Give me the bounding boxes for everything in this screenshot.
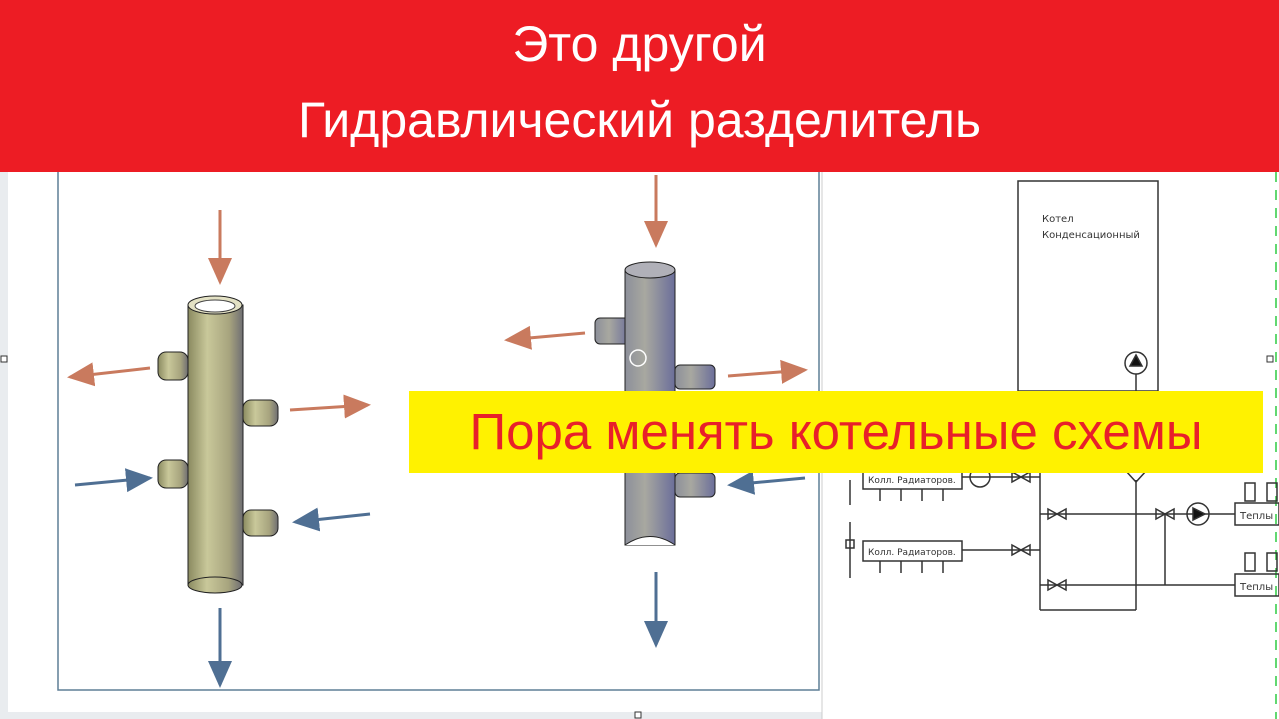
move-cursor-icon	[629, 349, 647, 367]
boiler-schematic	[845, 180, 1279, 611]
hydraulic-separator-left	[67, 210, 371, 688]
highlight-caption: Пора менять котельные схемы	[409, 391, 1263, 473]
title-line-1: Это другой	[512, 16, 767, 72]
collector-label-1: Колл. Радиаторов.	[868, 476, 956, 486]
boiler-label-2: Конденсационный	[1042, 230, 1140, 241]
title-banner: Это другой Гидравлический разделитель	[0, 0, 1279, 172]
title-line-2: Гидравлический разделитель	[297, 92, 981, 148]
floor-label-2: Теплы	[1239, 582, 1273, 593]
floor-label-1: Теплы	[1239, 511, 1273, 522]
boiler-label-1: Котел	[1042, 214, 1074, 225]
drawing-canvas: Котел Конденсационный Колл. Радиаторов. …	[0, 172, 1279, 719]
collector-label-2: Колл. Радиаторов.	[868, 548, 956, 558]
